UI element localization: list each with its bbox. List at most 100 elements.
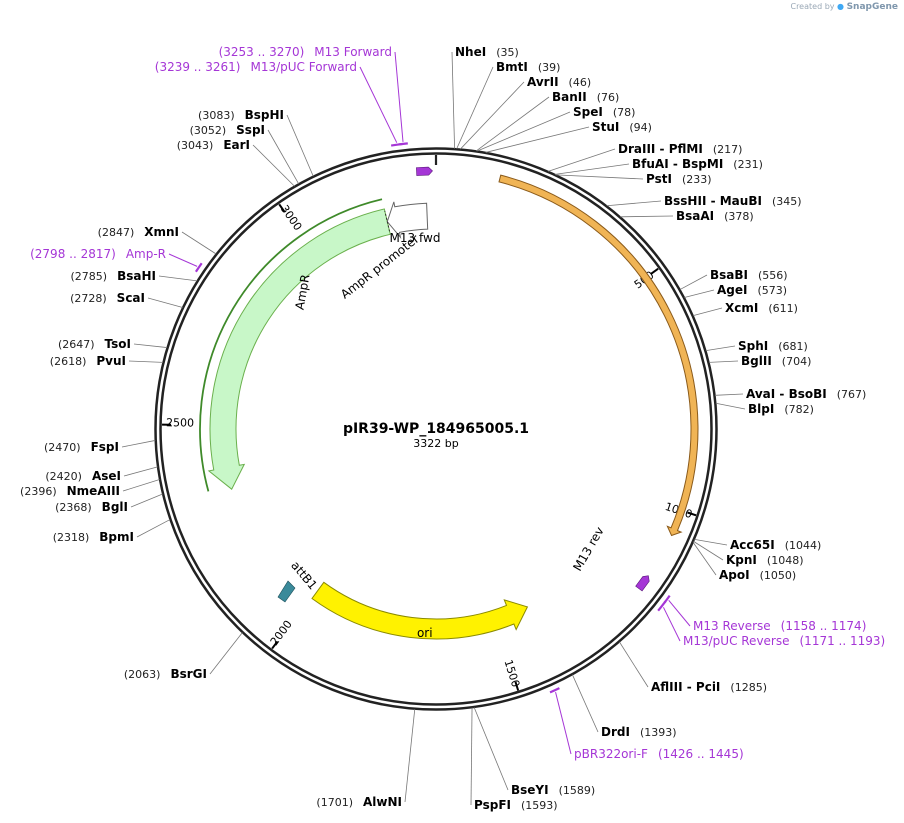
enzyme-acc65i[interactable]: Acc65I(1044) (730, 538, 821, 552)
enzyme-avrii[interactable]: AvrII(46) (527, 75, 591, 89)
feature-orange-feature[interactable] (498, 174, 699, 537)
enzyme-asei[interactable]: AseI(2420) (45, 469, 121, 483)
enzyme-kpni[interactable]: KpnI(1048) (726, 553, 803, 567)
leader-bpmi (136, 519, 171, 538)
enzyme-name: BspHI (245, 108, 284, 122)
primer-bar (194, 262, 203, 273)
leader-fspi (121, 440, 156, 448)
feature-attb1[interactable] (277, 580, 296, 603)
enzyme-apoi[interactable]: ApoI(1050) (719, 568, 796, 582)
tick-label-2500: 2500 (166, 416, 194, 429)
enzyme-bsphi[interactable]: BspHI (3083) (198, 108, 284, 122)
leader-bgli (130, 493, 163, 508)
feature-ampr[interactable] (207, 208, 391, 490)
enzyme-agei[interactable]: AgeI(573) (717, 283, 787, 297)
primer-m13-puc-forward[interactable]: M13/pUC Forward(3239 .. 3261) (155, 60, 404, 147)
primer-leader-m13-reverse (668, 600, 691, 627)
enzyme-nhei[interactable]: NheI(35) (455, 45, 519, 59)
enzyme-name: BmtI (496, 60, 528, 74)
enzyme-avai-bsobi[interactable]: AvaI - BsoBI (767) (746, 387, 866, 401)
feature-ori[interactable] (311, 581, 529, 640)
primer-amp-r[interactable]: Amp-R(2798 .. 2817) (30, 247, 203, 273)
enzyme-bsshii-maubi[interactable]: BssHII - MauBI (345) (664, 194, 802, 208)
enzyme-position: (39) (538, 61, 561, 74)
enzyme-bsrgi[interactable]: BsrGI(2063) (124, 667, 207, 681)
enzyme-position: (767) (837, 388, 867, 401)
enzyme-name: PvuI (96, 354, 126, 368)
leader-eari (252, 144, 295, 187)
backbone (154, 147, 718, 711)
enzyme-xcmi[interactable]: XcmI(611) (725, 301, 798, 315)
tick-2000 (271, 640, 279, 650)
enzyme-fspi[interactable]: FspI(2470) (44, 440, 119, 454)
leader-sphi (705, 345, 736, 351)
enzyme-bfuai-bspmi[interactable]: BfuAI - BspMI(231) (632, 157, 763, 171)
enzyme-xmni[interactable]: XmnI(2847) (98, 225, 179, 239)
leader-afliii-pcii (619, 641, 649, 688)
enzyme-stui[interactable]: StuI(94) (592, 120, 652, 134)
enzyme-position: (2847) (98, 226, 135, 239)
enzyme-name: DrdI (601, 725, 630, 739)
enzyme-name: EarI (223, 138, 250, 152)
leader-kpni (693, 541, 724, 561)
primer-bar (657, 600, 667, 612)
enzyme-banii[interactable]: BanII(76) (552, 90, 619, 104)
enzyme-name: AflIII - PciI (651, 680, 720, 694)
enzyme-name: AvaI - BsoBI (746, 387, 827, 401)
leader-avai-bsobi (714, 393, 744, 396)
enzyme-pvui[interactable]: PvuI (2618) (50, 354, 126, 368)
plasmid-name: pIR39-WP_184965005.1 (343, 421, 529, 437)
enzyme-position: (2618) (50, 355, 87, 368)
leader-blpi (715, 402, 746, 410)
enzyme-tsoi[interactable]: TsoI(2647) (58, 337, 131, 351)
enzyme-bglii[interactable]: BglII(704) (741, 354, 811, 368)
enzyme-name: BssHII - MauBI (664, 194, 762, 208)
primer-m13-reverse[interactable]: M13 Reverse(1158 .. 1174) (663, 594, 867, 633)
enzyme-position: (345) (772, 195, 802, 208)
enzyme-position: (2318) (53, 531, 90, 544)
enzyme-sspi[interactable]: SspI(3052) (190, 123, 265, 137)
enzyme-eari[interactable]: EarI(3043) (177, 138, 250, 152)
leader-bmti (456, 66, 494, 149)
enzyme-alwni[interactable]: AlwNI(1701) (316, 795, 402, 809)
enzyme-afliii-pcii[interactable]: AflIII - PciI (1285) (651, 680, 767, 694)
leader-pspfi (470, 707, 473, 806)
feature-ampr-promoter[interactable] (386, 201, 429, 240)
enzyme-psti[interactable]: PstI(233) (646, 172, 712, 186)
enzyme-position: (3083) (198, 109, 235, 122)
primer-pbr322ori-f[interactable]: pBR322ori-F(1426 .. 1445) (549, 687, 744, 761)
feature-m13-rev[interactable] (635, 573, 652, 592)
leader-sspi (267, 129, 300, 185)
primer-leader-m13-forward (394, 51, 404, 142)
enzyme-bsaai[interactable]: BsaAI(378) (676, 209, 754, 223)
enzyme-position: (573) (757, 284, 787, 297)
enzyme-draiii-pflmi[interactable]: DraIII - PflMI(217) (618, 142, 742, 156)
enzyme-bseyi[interactable]: BseYI(1589) (511, 783, 595, 797)
label-layer: NheI(35)BmtI (39)AvrII(46)BanII(76)SpeI(7… (20, 45, 885, 812)
enzyme-spei[interactable]: SpeI(78) (573, 105, 635, 119)
feature-m13-fwd[interactable] (416, 166, 433, 176)
enzyme-scai[interactable]: ScaI(2728) (70, 291, 145, 305)
enzyme-bsahi[interactable]: BsaHI(2785) (71, 269, 156, 283)
enzyme-drdi[interactable]: DrdI(1393) (601, 725, 677, 739)
enzyme-bmti[interactable]: BmtI (39) (496, 60, 560, 74)
enzyme-sphi[interactable]: SphI(681) (738, 339, 808, 353)
enzyme-bgli[interactable]: BglI(2368) (55, 500, 128, 514)
primer-leader-m13-puc-reverse (663, 607, 681, 642)
ampr-strand-line (199, 198, 383, 492)
leader-xmni (181, 231, 217, 255)
primer-leader-amp-r (168, 253, 198, 267)
primer-m13-puc-reverse[interactable]: M13/pUC Reverse(1171 .. 1193) (657, 600, 885, 648)
primer-m13-forward[interactable]: M13 Forward(3253 .. 3270) (219, 45, 408, 146)
enzyme-position: (1044) (785, 539, 822, 552)
enzyme-blpi[interactable]: BlpI(782) (748, 402, 814, 416)
leader-asei (123, 466, 158, 477)
enzyme-nmeaiii[interactable]: NmeAIII(2396) (20, 484, 120, 498)
enzyme-bpmi[interactable]: BpmI(2318) (53, 530, 134, 544)
enzyme-name: PstI (646, 172, 672, 186)
enzyme-pspfi[interactable]: PspFI(1593) (474, 798, 558, 812)
enzyme-position: (1285) (730, 681, 767, 694)
enzyme-position: (1589) (559, 784, 596, 797)
enzyme-bsabi[interactable]: BsaBI(556) (710, 268, 788, 282)
